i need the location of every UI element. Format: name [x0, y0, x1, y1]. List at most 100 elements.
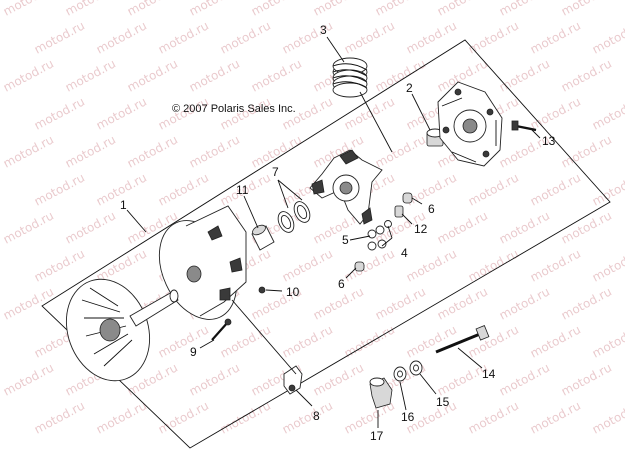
washer-part-15 — [409, 360, 423, 376]
watermark-text: motod.ru — [497, 0, 552, 19]
watermark-text: motod.ru — [435, 208, 490, 246]
watermark-text: motod.ru — [466, 322, 521, 360]
bolt-part-13 — [511, 120, 537, 132]
moveable-sheave-part — [158, 205, 247, 320]
watermark-text: motod.ru — [156, 170, 211, 208]
watermark-text: motod.ru — [466, 398, 521, 436]
watermark-text: motod.ru — [590, 246, 625, 284]
watermark-text: motod.ru — [342, 322, 397, 360]
watermark-text: motod.ru — [1, 360, 56, 398]
watermark-text: motod.ru — [497, 284, 552, 322]
watermark-text: motod.ru — [125, 56, 180, 94]
watermark-text: motod.ru — [280, 246, 335, 284]
watermark-text: motod.ru — [1, 208, 56, 246]
watermark-text: motod.ru — [156, 18, 211, 56]
callout-16: 16 — [401, 410, 415, 424]
shims-part — [277, 201, 311, 233]
watermark-text: motod.ru — [559, 360, 614, 398]
callout-12: 12 — [414, 222, 428, 236]
assembly-outline — [41, 39, 611, 449]
watermark-text: motod.ru — [63, 208, 118, 246]
watermark-text: motod.ru — [404, 322, 459, 360]
callout-6-upper: 6 — [428, 202, 435, 216]
watermark-text: motod.ru — [63, 132, 118, 170]
watermark-text: motod.ru — [528, 94, 583, 132]
callout-13: 13 — [542, 134, 556, 148]
watermark-text: motod.ru — [63, 56, 118, 94]
watermark-text: motod.ru — [497, 360, 552, 398]
watermark-text: motod.ru — [32, 18, 87, 56]
watermark-text: motod.ru — [125, 132, 180, 170]
watermark-text: motod.ru — [373, 284, 428, 322]
watermark-text: motod.ru — [187, 132, 242, 170]
watermark-text: motod.ru — [1, 132, 56, 170]
pin-part-9 — [211, 318, 232, 341]
leader-lines — [126, 36, 541, 428]
callout-5: 5 — [342, 233, 349, 247]
spacer-part-17 — [369, 377, 393, 409]
bushing-part — [426, 128, 444, 147]
copyright-text: © 2007 Polaris Sales Inc. — [172, 103, 296, 115]
watermark-text: motod.ru — [342, 246, 397, 284]
watermark-text: motod.ru — [435, 284, 490, 322]
fixed-sheave-part — [65, 278, 179, 382]
watermark-text: motod.ru — [590, 94, 625, 132]
watermark-text: motod.ru — [528, 398, 583, 436]
bushing-part-11 — [251, 224, 275, 251]
watermark-text: motod.ru — [280, 398, 335, 436]
watermark-text: motod.ru — [311, 0, 366, 19]
watermark-text: motod.ru — [156, 322, 211, 360]
watermark-text: motod.ru — [559, 0, 614, 19]
callout-7: 7 — [272, 165, 279, 179]
watermark-text: motod.ru — [125, 0, 180, 19]
watermark-text: motod.ru — [249, 56, 304, 94]
nut-part-10 — [258, 286, 266, 294]
callout-11: 11 — [236, 183, 249, 197]
watermark-text: motod.ru — [1, 284, 56, 322]
watermark-text: motod.ru — [466, 170, 521, 208]
watermark-text: motod.ru — [156, 398, 211, 436]
watermark-text: motod.ru — [187, 0, 242, 19]
callout-10: 10 — [286, 285, 300, 299]
watermark-text: motod.ru — [559, 132, 614, 170]
watermark-text: motod.ru — [1, 0, 56, 19]
callout-2: 2 — [406, 81, 413, 95]
callout-4: 4 — [401, 246, 408, 260]
watermark-text: motod.ru — [528, 170, 583, 208]
watermark-text: motod.ru — [590, 398, 625, 436]
spider-part — [309, 149, 383, 225]
callout-1: 1 — [120, 198, 127, 212]
washer-part-16 — [393, 366, 407, 382]
watermark-text: motod.ru — [404, 246, 459, 284]
weight-part-8 — [283, 365, 303, 395]
watermark-text: motod.ru — [528, 246, 583, 284]
watermark-text: motod.ru — [32, 398, 87, 436]
watermark-text: motod.ru — [590, 170, 625, 208]
callout-9: 9 — [190, 345, 197, 359]
watermark-text: motod.ru — [280, 18, 335, 56]
callout-15: 15 — [436, 395, 450, 409]
watermark-text: motod.ru — [63, 0, 118, 19]
watermark-text: motod.ru — [218, 322, 273, 360]
watermark-text: motod.ru — [94, 398, 149, 436]
watermark-text: motod.ru — [466, 246, 521, 284]
watermark-text: motod.ru — [373, 0, 428, 19]
button-part-6-upper — [402, 192, 413, 204]
callout-3: 3 — [320, 23, 327, 37]
watermark-text: motod.ru — [373, 56, 428, 94]
watermark-text: motod.ru — [528, 322, 583, 360]
callout-labels: 1 2 3 4 5 6 6 7 8 9 10 11 12 13 14 15 16… — [120, 23, 556, 443]
watermark-text: motod.ru — [1, 56, 56, 94]
watermark-text: motod.ru — [32, 170, 87, 208]
watermark-text: motod.ru — [94, 18, 149, 56]
spring-part — [332, 57, 368, 98]
long-bolt-part-14 — [435, 325, 490, 354]
callout-17: 17 — [370, 429, 384, 443]
callout-6-lower: 6 — [338, 277, 345, 291]
callout-8: 8 — [313, 409, 320, 423]
watermark-text: motod.ru — [187, 360, 242, 398]
watermark-text: motod.ru — [528, 18, 583, 56]
watermark-text: motod.ru — [280, 322, 335, 360]
clutch-cover-part — [437, 81, 503, 167]
